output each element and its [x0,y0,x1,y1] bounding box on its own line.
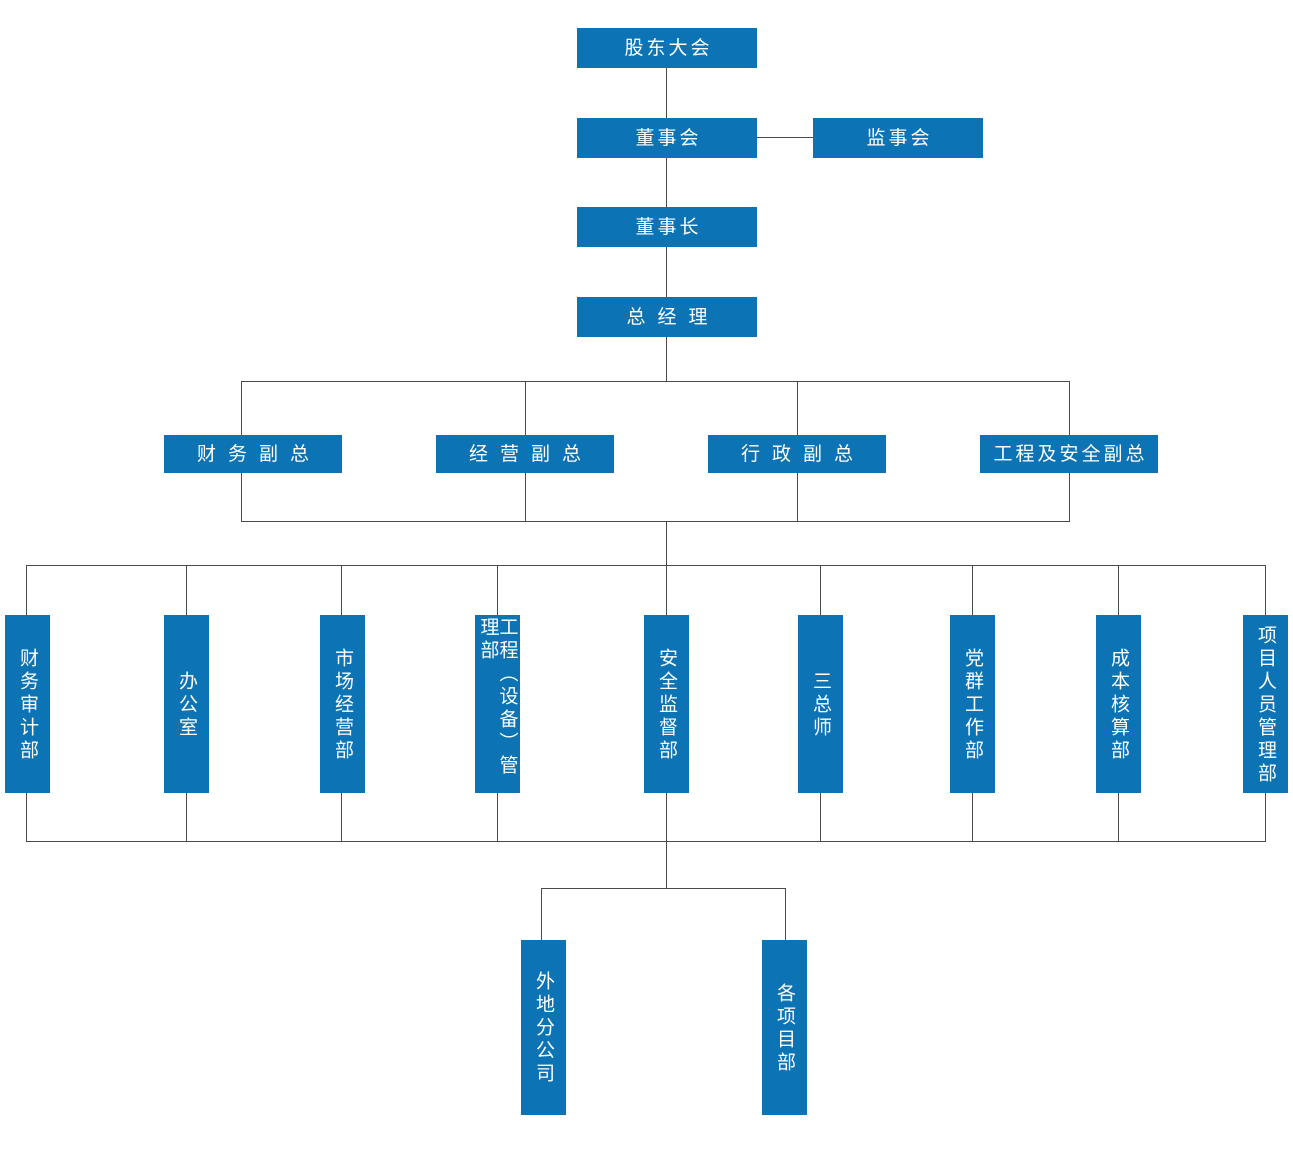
node-label: 董事会 [635,126,702,149]
node-dept-project-personnel[interactable]: 项目人员管理部 [1243,615,1288,793]
node-general-manager[interactable]: 总 经 理 [577,297,757,337]
connector-dept-9-down [1265,793,1266,841]
node-label: 外地分公司 [533,971,555,1086]
node-label: 股东大会 [624,36,713,59]
connector-bus-to-dept-5 [666,565,667,615]
node-label: 董事长 [635,215,702,238]
node-label: 工程（设备）管理部 [477,617,519,778]
connector-bus-to-dept-8 [1118,565,1119,615]
connector-shareholders-to-board [666,68,667,119]
node-dept-office[interactable]: 办公室 [164,615,209,793]
connector-dept-2-down [186,793,187,841]
node-dept-finance-audit[interactable]: 财务审计部 [5,615,50,793]
node-unit-project-departments[interactable]: 各项目部 [762,940,807,1115]
connector-dept-1-down [26,793,27,841]
node-label: 成本核算部 [1108,647,1130,763]
connector-board-to-chairman [666,158,667,208]
node-dept-cost-accounting[interactable]: 成本核算部 [1096,615,1141,793]
node-label: 党群工作部 [962,647,984,763]
node-label: 项目人员管理部 [1255,624,1277,786]
node-vp-administration[interactable]: 行 政 副 总 [708,435,886,473]
node-label: 财务审计部 [17,647,39,763]
node-unit-branch-companies[interactable]: 外地分公司 [521,940,566,1115]
connector-vp-merge-to-dept-bus [666,521,667,566]
connector-dept-6-down [820,793,821,841]
node-label: 财 务 副 总 [196,442,313,465]
connector-bus-to-dept-3 [341,565,342,615]
connector-bus-to-dept-9 [1265,565,1266,615]
connector-bus-to-dept-2 [186,565,187,615]
node-label: 监事会 [866,126,933,149]
node-board-of-directors[interactable]: 董事会 [577,118,757,158]
node-dept-three-chief-engineers[interactable]: 三总师 [798,615,843,793]
node-label: 行 政 副 总 [740,442,857,465]
connector-board-to-supervisors [756,137,813,138]
connector-merge-to-units-bus [666,841,667,888]
department-merge-bus [26,841,1266,842]
connector-bus-to-vp-operations [525,381,526,435]
connector-vp-operations-down [525,473,526,521]
node-board-of-supervisors[interactable]: 监事会 [813,118,983,158]
connector-dept-7-down [972,793,973,841]
node-chairman[interactable]: 董事长 [577,207,757,247]
connector-bus-to-project-departments [785,888,786,940]
node-label: 工程及安全副总 [993,442,1148,465]
connector-bus-to-branch-companies [541,888,542,940]
connector-gm-to-vp-bus [666,337,667,382]
connector-bus-to-vp-finance [241,381,242,435]
node-vp-engineering-safety[interactable]: 工程及安全副总 [980,435,1158,473]
connector-dept-5-down [666,793,667,841]
node-label: 经 营 副 总 [468,442,585,465]
connector-bus-to-dept-7 [972,565,973,615]
department-bus-horizontal [26,565,1266,566]
node-label: 总 经 理 [626,305,711,328]
node-label: 安全监督部 [656,647,678,763]
connector-bus-to-vp-engineering [1069,381,1070,435]
connector-dept-4-down [497,793,498,841]
connector-dept-3-down [341,793,342,841]
connector-vp-engineering-down [1069,473,1070,521]
connector-dept-8-down [1118,793,1119,841]
connector-chairman-to-gm [666,247,667,297]
connector-bus-to-dept-4 [497,565,498,615]
connector-vp-administration-down [797,473,798,521]
node-shareholders-meeting[interactable]: 股东大会 [577,28,757,68]
vp-merge-bus [241,521,1070,522]
node-dept-market-operations[interactable]: 市场经营部 [320,615,365,793]
node-vp-operations[interactable]: 经 营 副 总 [436,435,614,473]
node-label: 办公室 [176,670,198,740]
connector-vp-finance-down [241,473,242,521]
node-label: 各项目部 [774,982,796,1075]
node-vp-finance[interactable]: 财 务 副 总 [164,435,342,473]
node-dept-party-mass-work[interactable]: 党群工作部 [950,615,995,793]
connector-bus-to-dept-6 [820,565,821,615]
node-dept-safety-supervision[interactable]: 安全监督部 [644,615,689,793]
connector-bus-to-vp-administration [797,381,798,435]
units-bus-horizontal [541,888,786,889]
vp-bus-horizontal [241,381,1070,382]
node-dept-engineering-equipment[interactable]: 工程（设备）管理部 [475,615,520,793]
connector-bus-to-dept-1 [26,565,27,615]
node-label: 市场经营部 [332,647,354,763]
node-label: 三总师 [810,670,832,740]
